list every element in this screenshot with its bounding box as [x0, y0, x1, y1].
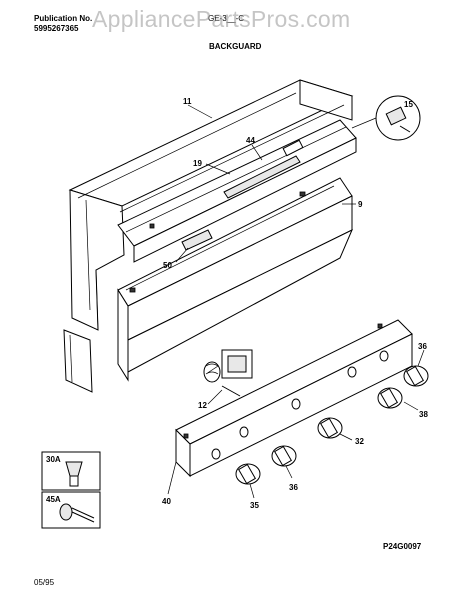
infinite-switch	[203, 349, 253, 397]
knob-38-right	[377, 387, 403, 409]
glass-panel	[117, 119, 357, 263]
revision-date: 05/95	[34, 578, 55, 587]
bracket	[149, 223, 213, 251]
label-part-44: 44	[246, 136, 255, 145]
label-part-11: 11	[183, 97, 192, 106]
label-part-36-bottom: 36	[289, 483, 298, 492]
label-part-38-right: 38	[419, 410, 428, 419]
label-part-45a: 45A	[46, 495, 61, 504]
section-title: BACKGUARD	[209, 42, 262, 51]
label-part-36-top: 36	[418, 342, 427, 351]
label-part-30a: 30A	[46, 455, 61, 464]
drawing-number: P24G0097	[383, 542, 422, 551]
label-part-35: 35	[250, 501, 259, 510]
detail-circle-15	[375, 95, 421, 141]
knob-35	[235, 463, 261, 485]
backguard-frame	[63, 79, 354, 393]
label-part-50: 50	[163, 261, 172, 270]
publication-label: Publication No.	[34, 14, 93, 23]
label-part-32: 32	[355, 437, 364, 446]
publication-number: 5995267365	[34, 24, 79, 33]
knob-36-bottom	[271, 445, 297, 467]
model-number: GE-3__-C	[208, 14, 245, 23]
leader-lines	[167, 104, 425, 499]
label-part-19: 19	[193, 159, 202, 168]
knob-panel	[175, 319, 413, 478]
control-panel	[117, 177, 353, 382]
label-part-9: 9	[358, 200, 363, 209]
watermark: AppliancePartsPros.com	[92, 6, 351, 32]
inset-30a	[41, 451, 101, 491]
label-part-15: 15	[404, 100, 413, 109]
label-part-12: 12	[198, 401, 207, 410]
inset-45a	[41, 491, 101, 529]
knob-36-top	[403, 365, 429, 387]
part-labels: 11 44 15 19 9 50 12 36 36 38 32 35 40 30…	[46, 97, 428, 510]
timer-lens	[223, 139, 304, 199]
knob-38-mid	[317, 417, 343, 439]
label-part-40: 40	[162, 497, 171, 506]
